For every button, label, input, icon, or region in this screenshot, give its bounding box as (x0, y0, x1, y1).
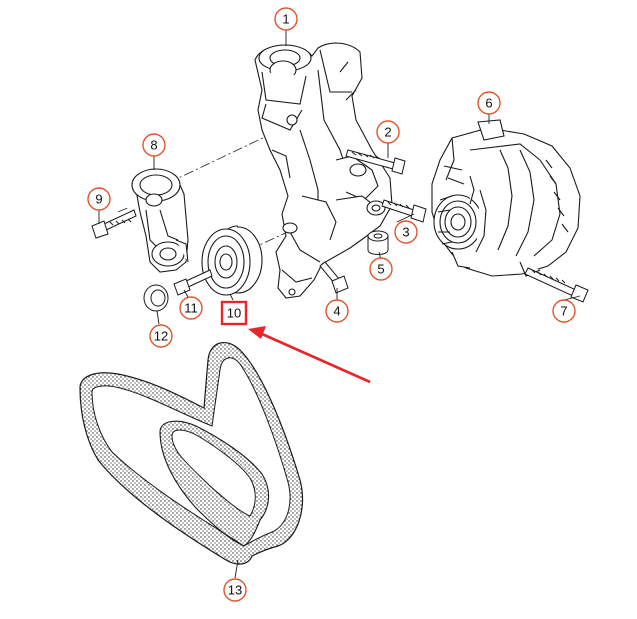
callout-label: 7 (560, 304, 567, 319)
callout-circle (394, 220, 418, 244)
callout-10: 10 (220, 300, 248, 326)
bolt-2 (345, 149, 406, 175)
callout-5: 5 (369, 257, 393, 281)
callout-7: 7 (552, 299, 576, 323)
callout-circle (274, 7, 298, 31)
mounting-bracket (254, 42, 393, 299)
callout-label: 9 (95, 192, 102, 207)
callout-label: 12 (154, 329, 168, 344)
leader-lines (98, 30, 581, 579)
callout-label: 11 (184, 301, 198, 316)
callout-13: 13 (223, 578, 247, 602)
callout-1: 1 (274, 7, 298, 31)
callout-circle (325, 299, 349, 323)
ribbed-belt (79, 342, 304, 565)
bolt-3 (381, 199, 427, 223)
callout-circle (376, 120, 400, 144)
callout-3: 3 (394, 220, 418, 244)
callout-label: 6 (485, 96, 492, 111)
callout-label: 3 (402, 225, 409, 240)
callout-label: 1 (282, 12, 289, 27)
callout-2: 2 (376, 120, 400, 144)
callout-circle (477, 91, 501, 115)
callout-circle (149, 324, 173, 348)
callout-9: 9 (87, 187, 111, 211)
callout-circle (179, 296, 203, 320)
callout-12: 12 (149, 324, 173, 348)
callout-circle (142, 133, 166, 157)
callout-highlight-box (220, 300, 248, 326)
bolt-9 (91, 209, 137, 239)
callout-circle (552, 299, 576, 323)
callout-label: 2 (384, 125, 391, 140)
callout-circle (369, 257, 393, 281)
callout-label: 13 (228, 583, 242, 598)
bolt-4 (319, 261, 349, 294)
bolt-11 (173, 269, 213, 296)
callout-circle (223, 578, 247, 602)
callout-8: 8 (142, 133, 166, 157)
idler-pulley (201, 225, 263, 296)
annotation-arrow (248, 326, 371, 384)
bushing-5 (367, 230, 389, 255)
alternator (431, 119, 581, 277)
callout-6: 6 (477, 91, 501, 115)
callout-label: 4 (333, 304, 340, 319)
callout-label: 5 (377, 262, 384, 277)
bolt-7 (524, 267, 589, 303)
callout-circle (87, 187, 111, 211)
callout-4: 4 (325, 299, 349, 323)
callout-11: 11 (179, 296, 203, 320)
callout-label: 8 (150, 138, 157, 153)
tensioner (131, 168, 189, 273)
callout-label: 10 (227, 306, 241, 321)
dust-cap-12 (143, 284, 169, 312)
